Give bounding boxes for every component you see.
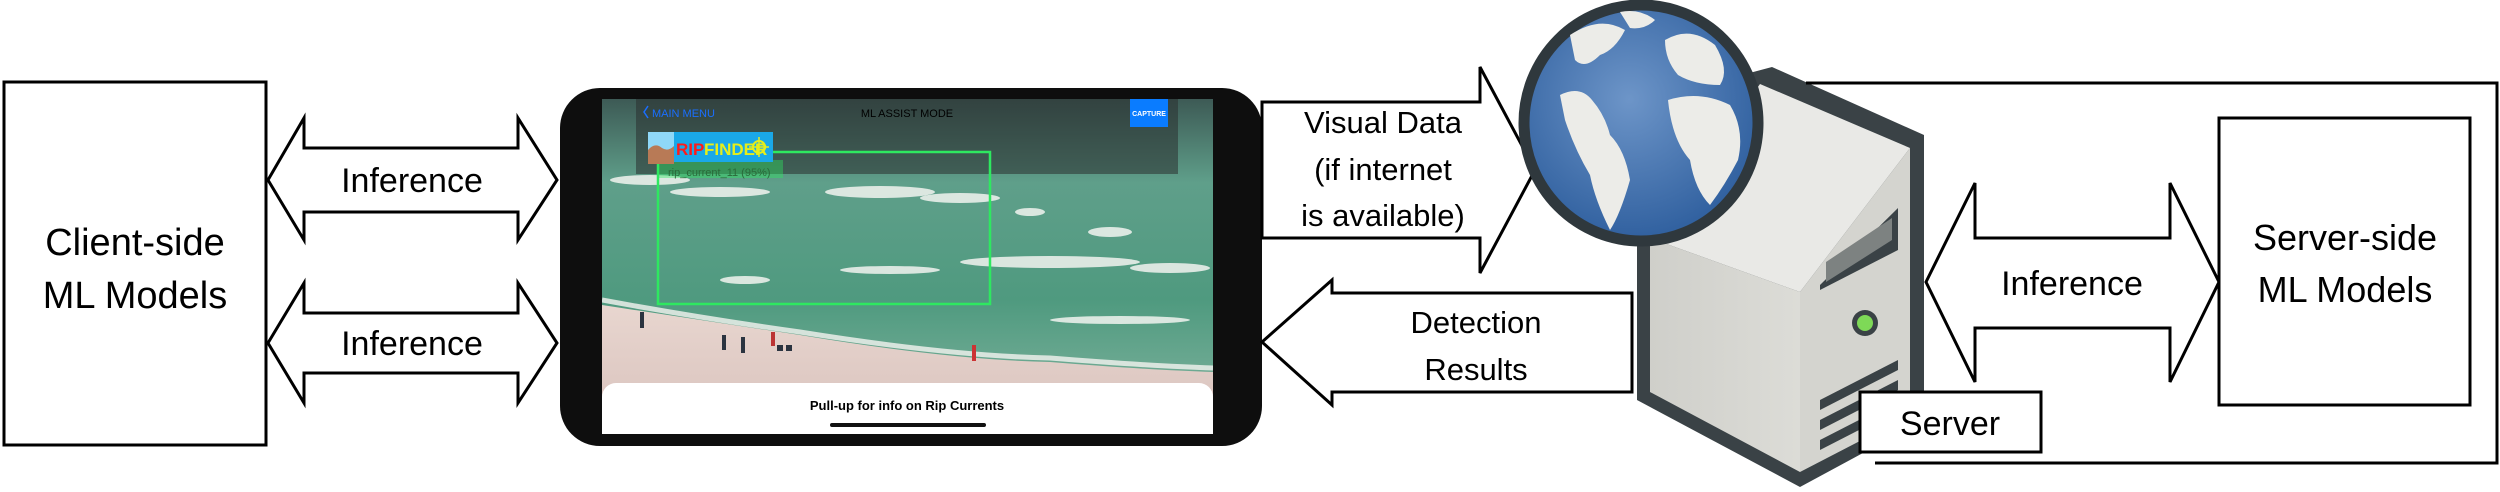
capture-button[interactable]: CAPTURE bbox=[1130, 99, 1168, 127]
client-inference-arrow-2: Inference bbox=[266, 277, 559, 409]
bottom-sheet[interactable]: Pull-up for info on Rip Currents bbox=[602, 383, 1213, 453]
server-inference-arrow: Inference bbox=[1924, 182, 2221, 383]
client-inference-label-2: Inference bbox=[341, 325, 483, 363]
back-button[interactable]: MAIN MENU bbox=[643, 105, 715, 120]
detection-bounding-box bbox=[656, 150, 992, 306]
detection-label: rip_current_11 (95%) bbox=[668, 167, 771, 179]
back-label: MAIN MENU bbox=[652, 108, 715, 120]
logo-rip: RIP bbox=[676, 140, 704, 159]
client-box-line2: ML Models bbox=[43, 275, 227, 317]
server-side-models-box: Server-side ML Models bbox=[2217, 116, 2472, 407]
mode-title: ML ASSIST MODE bbox=[861, 108, 953, 120]
capture-label: CAPTURE bbox=[1132, 111, 1166, 118]
visual-data-arrow: Visual Data (if internet is available) bbox=[1260, 66, 1537, 274]
client-inference-arrow-1: Inference bbox=[266, 112, 559, 246]
status-led bbox=[1857, 315, 1873, 331]
server-container-box bbox=[1806, 81, 2499, 465]
server-box-line2: ML Models bbox=[2258, 269, 2433, 310]
client-inference-label-1: Inference bbox=[341, 162, 483, 200]
detection-line1: Detection bbox=[1411, 305, 1542, 340]
visual-data-line3: is available) bbox=[1301, 198, 1465, 233]
logo-finder: FINDER bbox=[704, 140, 767, 159]
detection-results-arrow: Detection Results bbox=[1259, 276, 1634, 409]
visual-data-line1: Visual Data bbox=[1304, 105, 1463, 140]
client-side-models-box: Client-side ML Models bbox=[2, 80, 268, 447]
drag-handle[interactable] bbox=[830, 423, 986, 427]
globe-icon bbox=[1518, 0, 1764, 247]
server-label-box: Server bbox=[1858, 390, 2043, 454]
phone-mockup: rip_current_11 (95%) RIP FINDER MAIN MEN… bbox=[560, 88, 1262, 453]
bottom-sheet-text: Pull-up for info on Rip Currents bbox=[810, 398, 1004, 413]
visual-data-line2: (if internet bbox=[1314, 152, 1452, 187]
detection-line2: Results bbox=[1424, 352, 1527, 387]
chevron-left-icon bbox=[643, 105, 649, 119]
server-label: Server bbox=[1900, 405, 2000, 443]
ripfinder-logo: RIP FINDER bbox=[648, 132, 773, 164]
client-box-line1: Client-side bbox=[45, 222, 225, 264]
beachgoers bbox=[640, 312, 976, 361]
server-inference-label: Inference bbox=[2001, 265, 2143, 303]
server-box-line1: Server-side bbox=[2253, 217, 2437, 258]
camera-view: rip_current_11 (95%) RIP FINDER MAIN MEN… bbox=[602, 99, 1213, 453]
